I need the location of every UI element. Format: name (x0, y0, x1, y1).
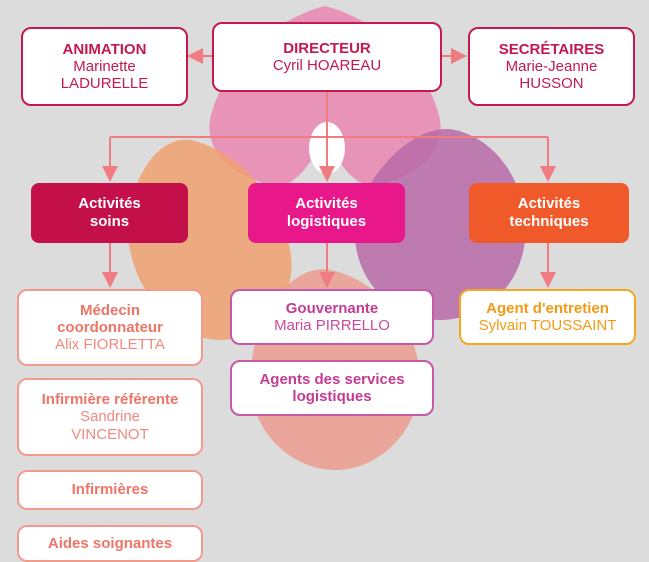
agents-services-title-2: logistiques (292, 388, 372, 405)
infirmiere-referente-title: Infirmière référente (41, 391, 179, 409)
secretaires-name-2: HUSSON (519, 75, 584, 93)
aides-soignantes-title: Aides soignantes (47, 534, 173, 552)
gouvernante-name: Maria PIRRELLO (274, 317, 390, 334)
directeur-box: DIRECTEUR Cyril HOAREAU (212, 22, 442, 92)
animation-box: ANIMATION Marinette LADURELLE (21, 27, 188, 106)
medecin-title-2: coordonnateur (57, 318, 163, 336)
agent-entretien-title: Agent d'entretien (486, 299, 609, 317)
category-logistiques-line2: logistiques (286, 213, 367, 230)
secretaires-box: SECRÉTAIRES Marie-Jeanne HUSSON (468, 27, 635, 106)
category-techniques: Activités techniques (469, 183, 629, 243)
gouvernante-title: Gouvernante (285, 299, 379, 317)
category-logistiques: Activités logistiques (248, 183, 405, 243)
directeur-title: DIRECTEUR (283, 39, 371, 57)
category-soins-line1: Activités (78, 195, 141, 212)
purple-petal-right (354, 129, 526, 320)
aides-soignantes-box: Aides soignantes (17, 525, 203, 562)
category-soins-line2: soins (89, 213, 130, 230)
medecin-title-1: Médecin (79, 301, 140, 319)
gouvernante-box: Gouvernante Maria PIRRELLO (230, 289, 434, 345)
medecin-name: Alix FIORLETTA (55, 336, 165, 354)
category-techniques-line1: Activités (517, 195, 581, 212)
infirmieres-title: Infirmières (71, 481, 149, 499)
animation-title: ANIMATION (62, 40, 147, 58)
directeur-name: Cyril HOAREAU (272, 57, 382, 74)
infirmiere-referente-name-1: Sandrine (79, 408, 141, 426)
agent-entretien-name: Sylvain TOUSSAINT (478, 317, 617, 334)
animation-name-2: LADURELLE (60, 75, 149, 93)
category-techniques-line2: techniques (509, 213, 589, 230)
secretaires-title: SECRÉTAIRES (498, 40, 605, 58)
agents-services-box: Agents des services logistiques (230, 360, 434, 416)
category-logistiques-line1: Activités (295, 195, 358, 212)
medecin-box: Médecin coordonnateur Alix FIORLETTA (17, 289, 203, 366)
category-soins: Activités soins (31, 183, 188, 243)
infirmiere-referente-box: Infirmière référente Sandrine VINCENOT (17, 378, 203, 456)
agent-entretien-box: Agent d'entretien Sylvain TOUSSAINT (459, 289, 636, 345)
animation-name-1: Marinette (73, 57, 136, 75)
infirmieres-box: Infirmières (17, 470, 203, 510)
secretaires-name-1: Marie-Jeanne (505, 57, 598, 75)
agents-services-title-1: Agents des services (259, 370, 405, 388)
infirmiere-referente-name-2: VINCENOT (71, 425, 149, 443)
